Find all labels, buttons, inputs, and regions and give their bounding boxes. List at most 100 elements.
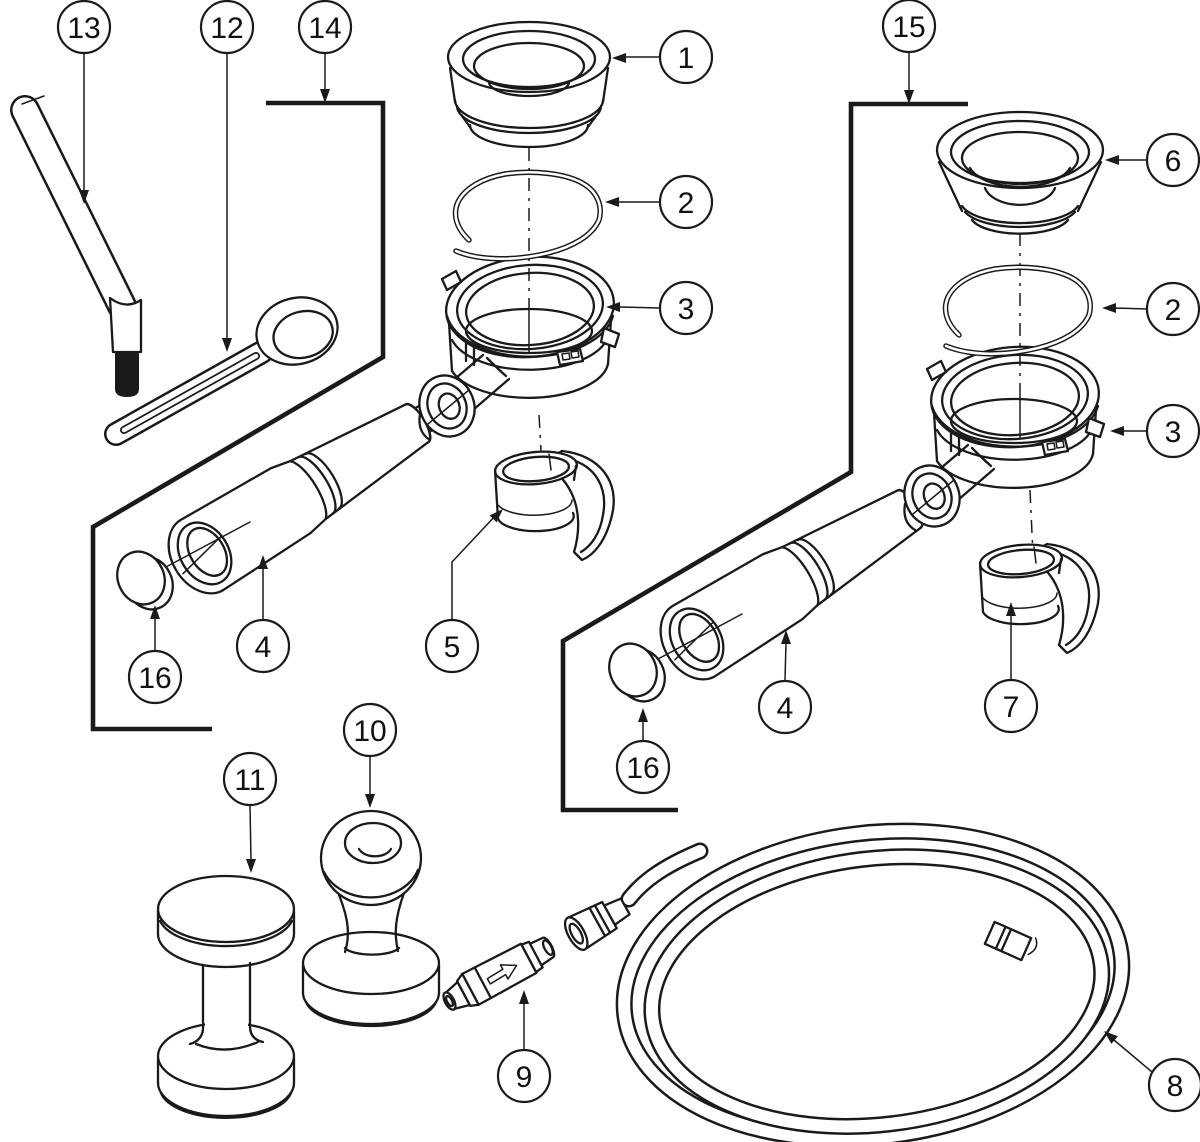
callout-9-circle <box>496 1048 552 1104</box>
callout-8-label: 8 <box>1167 1070 1184 1103</box>
leader-1 <box>612 53 660 63</box>
callout-16-right: 16 <box>615 739 671 795</box>
callout-4-right-circle <box>757 679 813 735</box>
callout-7-circle <box>983 678 1039 734</box>
part-5-spout <box>492 447 615 562</box>
callout-16-right-label: 16 <box>626 752 659 785</box>
callout-9: 9 <box>496 1048 552 1104</box>
leader-16-right <box>638 708 648 741</box>
callout-4-right-label: 4 <box>777 692 794 725</box>
part-2-spring-clip-left <box>456 172 601 258</box>
leader-7 <box>1006 602 1016 680</box>
leader-10 <box>365 756 375 808</box>
callout-8-circle <box>1147 1057 1200 1113</box>
callout-16-left: 16 <box>127 649 183 705</box>
part-2-spring-clip-right <box>946 267 1091 353</box>
leader-2-right <box>1102 303 1148 313</box>
leader-3-right <box>1110 426 1147 436</box>
callout-5-label: 5 <box>444 631 461 664</box>
callout-1: 1 <box>658 29 714 85</box>
callout-16-left-circle <box>127 649 183 705</box>
callout-5-circle <box>424 618 480 674</box>
leader-4-left <box>258 555 268 620</box>
callout-11-label: 11 <box>234 764 265 797</box>
leader-11 <box>246 804 256 873</box>
leader-15 <box>904 52 914 104</box>
callout-16-left-label: 16 <box>138 662 171 695</box>
callout-14-circle <box>297 0 353 55</box>
part-16-end-cap-right <box>599 613 743 711</box>
callout-11: 11 <box>222 751 278 807</box>
part-10-tamper <box>301 809 441 1028</box>
leader-4-right <box>781 630 791 682</box>
hose-fitting-left <box>563 897 631 951</box>
part-16-end-cap-left <box>107 521 251 619</box>
callout-16-right-circle <box>615 739 671 795</box>
part-6-filter-basket <box>935 110 1105 235</box>
callout-14: 14 <box>297 0 353 55</box>
part-13-cleaning-tool <box>10 95 143 397</box>
callout-6-label: 6 <box>1165 145 1182 178</box>
callout-6-circle <box>1145 132 1200 188</box>
leader-6 <box>1105 155 1147 165</box>
group-15-bracket <box>560 101 968 813</box>
part-3-portafilter-head-right <box>925 340 1106 502</box>
callouts: 13 12 14 1 2 3 5 4 16 15 6 2 3 7 4 16 10… <box>56 0 1200 1113</box>
leader-2-left <box>605 197 660 207</box>
flow-arrow-marking <box>486 964 518 985</box>
callout-7: 7 <box>983 678 1039 734</box>
callout-12: 12 <box>199 0 255 55</box>
callout-5: 5 <box>424 618 480 674</box>
callout-4-left: 4 <box>235 618 291 674</box>
callout-10: 10 <box>342 702 398 758</box>
callout-11-circle <box>222 751 278 807</box>
callout-2-left: 2 <box>658 174 714 230</box>
callout-10-label: 10 <box>353 715 386 748</box>
leader-14 <box>320 53 330 103</box>
callout-4-left-circle <box>235 618 291 674</box>
callout-4-right: 4 <box>757 679 813 735</box>
part-8-hose <box>563 822 1131 1142</box>
part-1-filter-basket <box>446 20 612 149</box>
callout-3-right-circle <box>1145 403 1200 459</box>
callout-13: 13 <box>56 0 112 55</box>
part-7-spout <box>977 540 1100 655</box>
leader-16-left <box>150 605 160 651</box>
callout-13-circle <box>56 0 112 55</box>
callout-2-right: 2 <box>1145 281 1200 337</box>
callout-2-left-circle <box>658 174 714 230</box>
callout-4-left-label: 4 <box>255 631 272 664</box>
callout-15-label: 15 <box>892 11 925 44</box>
part-11-double-tamper <box>156 874 296 1119</box>
callout-3-right-label: 3 <box>1165 416 1182 449</box>
callout-3-left-label: 3 <box>678 293 695 326</box>
group-14-bracket <box>90 100 386 732</box>
callout-15: 15 <box>881 0 937 54</box>
leader-9 <box>519 990 529 1050</box>
callout-6: 6 <box>1145 132 1200 188</box>
callout-2-right-circle <box>1145 281 1200 337</box>
leader-13 <box>79 53 89 204</box>
part-3-portafilter-head-left <box>440 250 621 412</box>
part-9-connector <box>442 936 556 1011</box>
callout-2-right-label: 2 <box>1165 294 1182 327</box>
leader-12 <box>222 53 232 352</box>
callout-1-circle <box>658 29 714 85</box>
callout-3-left: 3 <box>658 280 714 336</box>
callout-10-circle <box>342 702 398 758</box>
leader-5 <box>451 509 503 620</box>
centerlines <box>528 148 1034 556</box>
callout-14-label: 14 <box>308 12 341 45</box>
leader-lines <box>79 52 1153 1073</box>
callout-3-right: 3 <box>1145 403 1200 459</box>
hose-ferrule-right <box>983 920 1038 962</box>
callout-7-label: 7 <box>1003 691 1020 724</box>
callout-15-circle <box>881 0 937 54</box>
callout-12-label: 12 <box>210 12 243 45</box>
callout-9-label: 9 <box>516 1061 533 1094</box>
callout-8: 8 <box>1147 1057 1200 1113</box>
callout-13-label: 13 <box>67 12 100 45</box>
leader-8 <box>1104 1031 1153 1073</box>
